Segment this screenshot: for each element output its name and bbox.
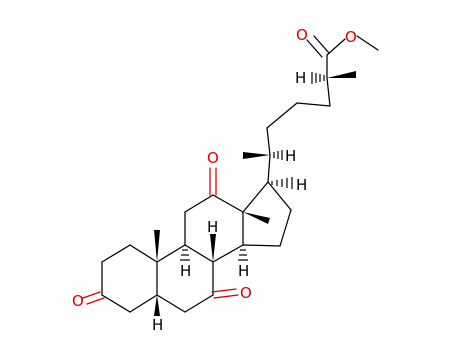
c8-hydrogen-label: H [207, 218, 218, 236]
bond [184, 194, 214, 213]
wedge-bond [154, 295, 160, 316]
bond [242, 244, 281, 247]
c5-hydrogen-label: H [152, 316, 163, 334]
ring-d [242, 181, 292, 247]
hash-bond [311, 72, 325, 84]
bond [156, 294, 186, 313]
alpha-hydrogen-label: H [295, 69, 306, 87]
bond [82, 291, 101, 299]
ring-a [101, 244, 158, 313]
bond [101, 244, 131, 263]
bond [356, 35, 379, 51]
ring-c [184, 194, 244, 263]
bond [313, 35, 330, 54]
bond [184, 244, 214, 263]
bond [213, 294, 239, 299]
bond [279, 209, 292, 247]
bond [212, 194, 244, 213]
bond [306, 39, 323, 58]
wedge-bond [327, 71, 356, 78]
ring-b [156, 244, 214, 313]
carbonyl-oxygen-label: O [296, 26, 308, 44]
bond [266, 102, 298, 129]
bond [296, 102, 331, 107]
bond [184, 294, 214, 313]
bond [267, 154, 271, 183]
ester-oxygen-label: O [345, 28, 357, 46]
hash-bond [273, 150, 283, 160]
wedge-bond [210, 234, 216, 262]
bond [101, 294, 131, 313]
bond [326, 38, 346, 56]
bond [129, 294, 158, 313]
c7-oxygen-label: O [240, 284, 252, 302]
c20-hydrogen-label: H [285, 147, 296, 165]
bond [211, 288, 237, 293]
wedge-bond [154, 230, 160, 262]
hash-bond [271, 177, 293, 189]
bond [129, 244, 158, 263]
bond [326, 77, 331, 107]
wedge-bond [243, 152, 270, 159]
c3-oxygen-label: O [72, 292, 84, 310]
c9-hydrogen-label: H [180, 262, 191, 280]
c14-hydrogen-label: H [238, 262, 249, 280]
bond [266, 127, 271, 156]
wedge-bond [243, 212, 270, 224]
hash-bond [238, 249, 248, 261]
hash-bond [180, 249, 190, 261]
bond [212, 244, 244, 263]
ester-group [306, 35, 379, 79]
c12-oxygen-label: O [207, 149, 219, 167]
c17-hydrogen-label: H [296, 176, 307, 194]
bond [156, 244, 186, 263]
bond [267, 181, 292, 211]
bond [242, 181, 269, 213]
bond [86, 297, 105, 305]
